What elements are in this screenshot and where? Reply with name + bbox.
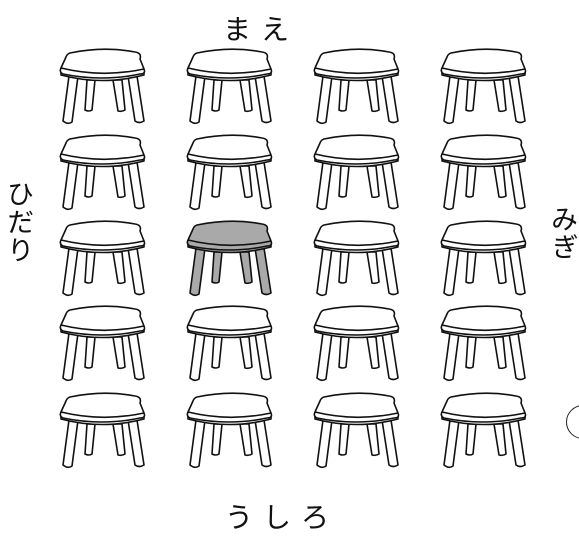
stool	[59, 220, 146, 297]
stool	[313, 48, 400, 125]
direction-label-front: まえ	[223, 13, 300, 46]
direction-label-back: うしろ	[225, 501, 340, 534]
stool	[186, 48, 273, 125]
stool	[440, 305, 527, 382]
stool	[440, 134, 527, 211]
stool-highlighted	[186, 220, 273, 297]
stool	[186, 392, 273, 469]
direction-label-right: みぎ	[546, 205, 577, 261]
stool	[59, 134, 146, 211]
stool	[59, 48, 146, 125]
direction-label-left: ひだり	[2, 180, 33, 264]
stool	[313, 305, 400, 382]
stool	[59, 392, 146, 469]
stool	[186, 134, 273, 211]
stool	[313, 134, 400, 211]
stool	[440, 48, 527, 125]
stool	[440, 392, 527, 469]
stool	[313, 220, 400, 297]
stool	[313, 392, 400, 469]
stool	[59, 305, 146, 382]
stool	[186, 305, 273, 382]
stool	[440, 220, 527, 297]
